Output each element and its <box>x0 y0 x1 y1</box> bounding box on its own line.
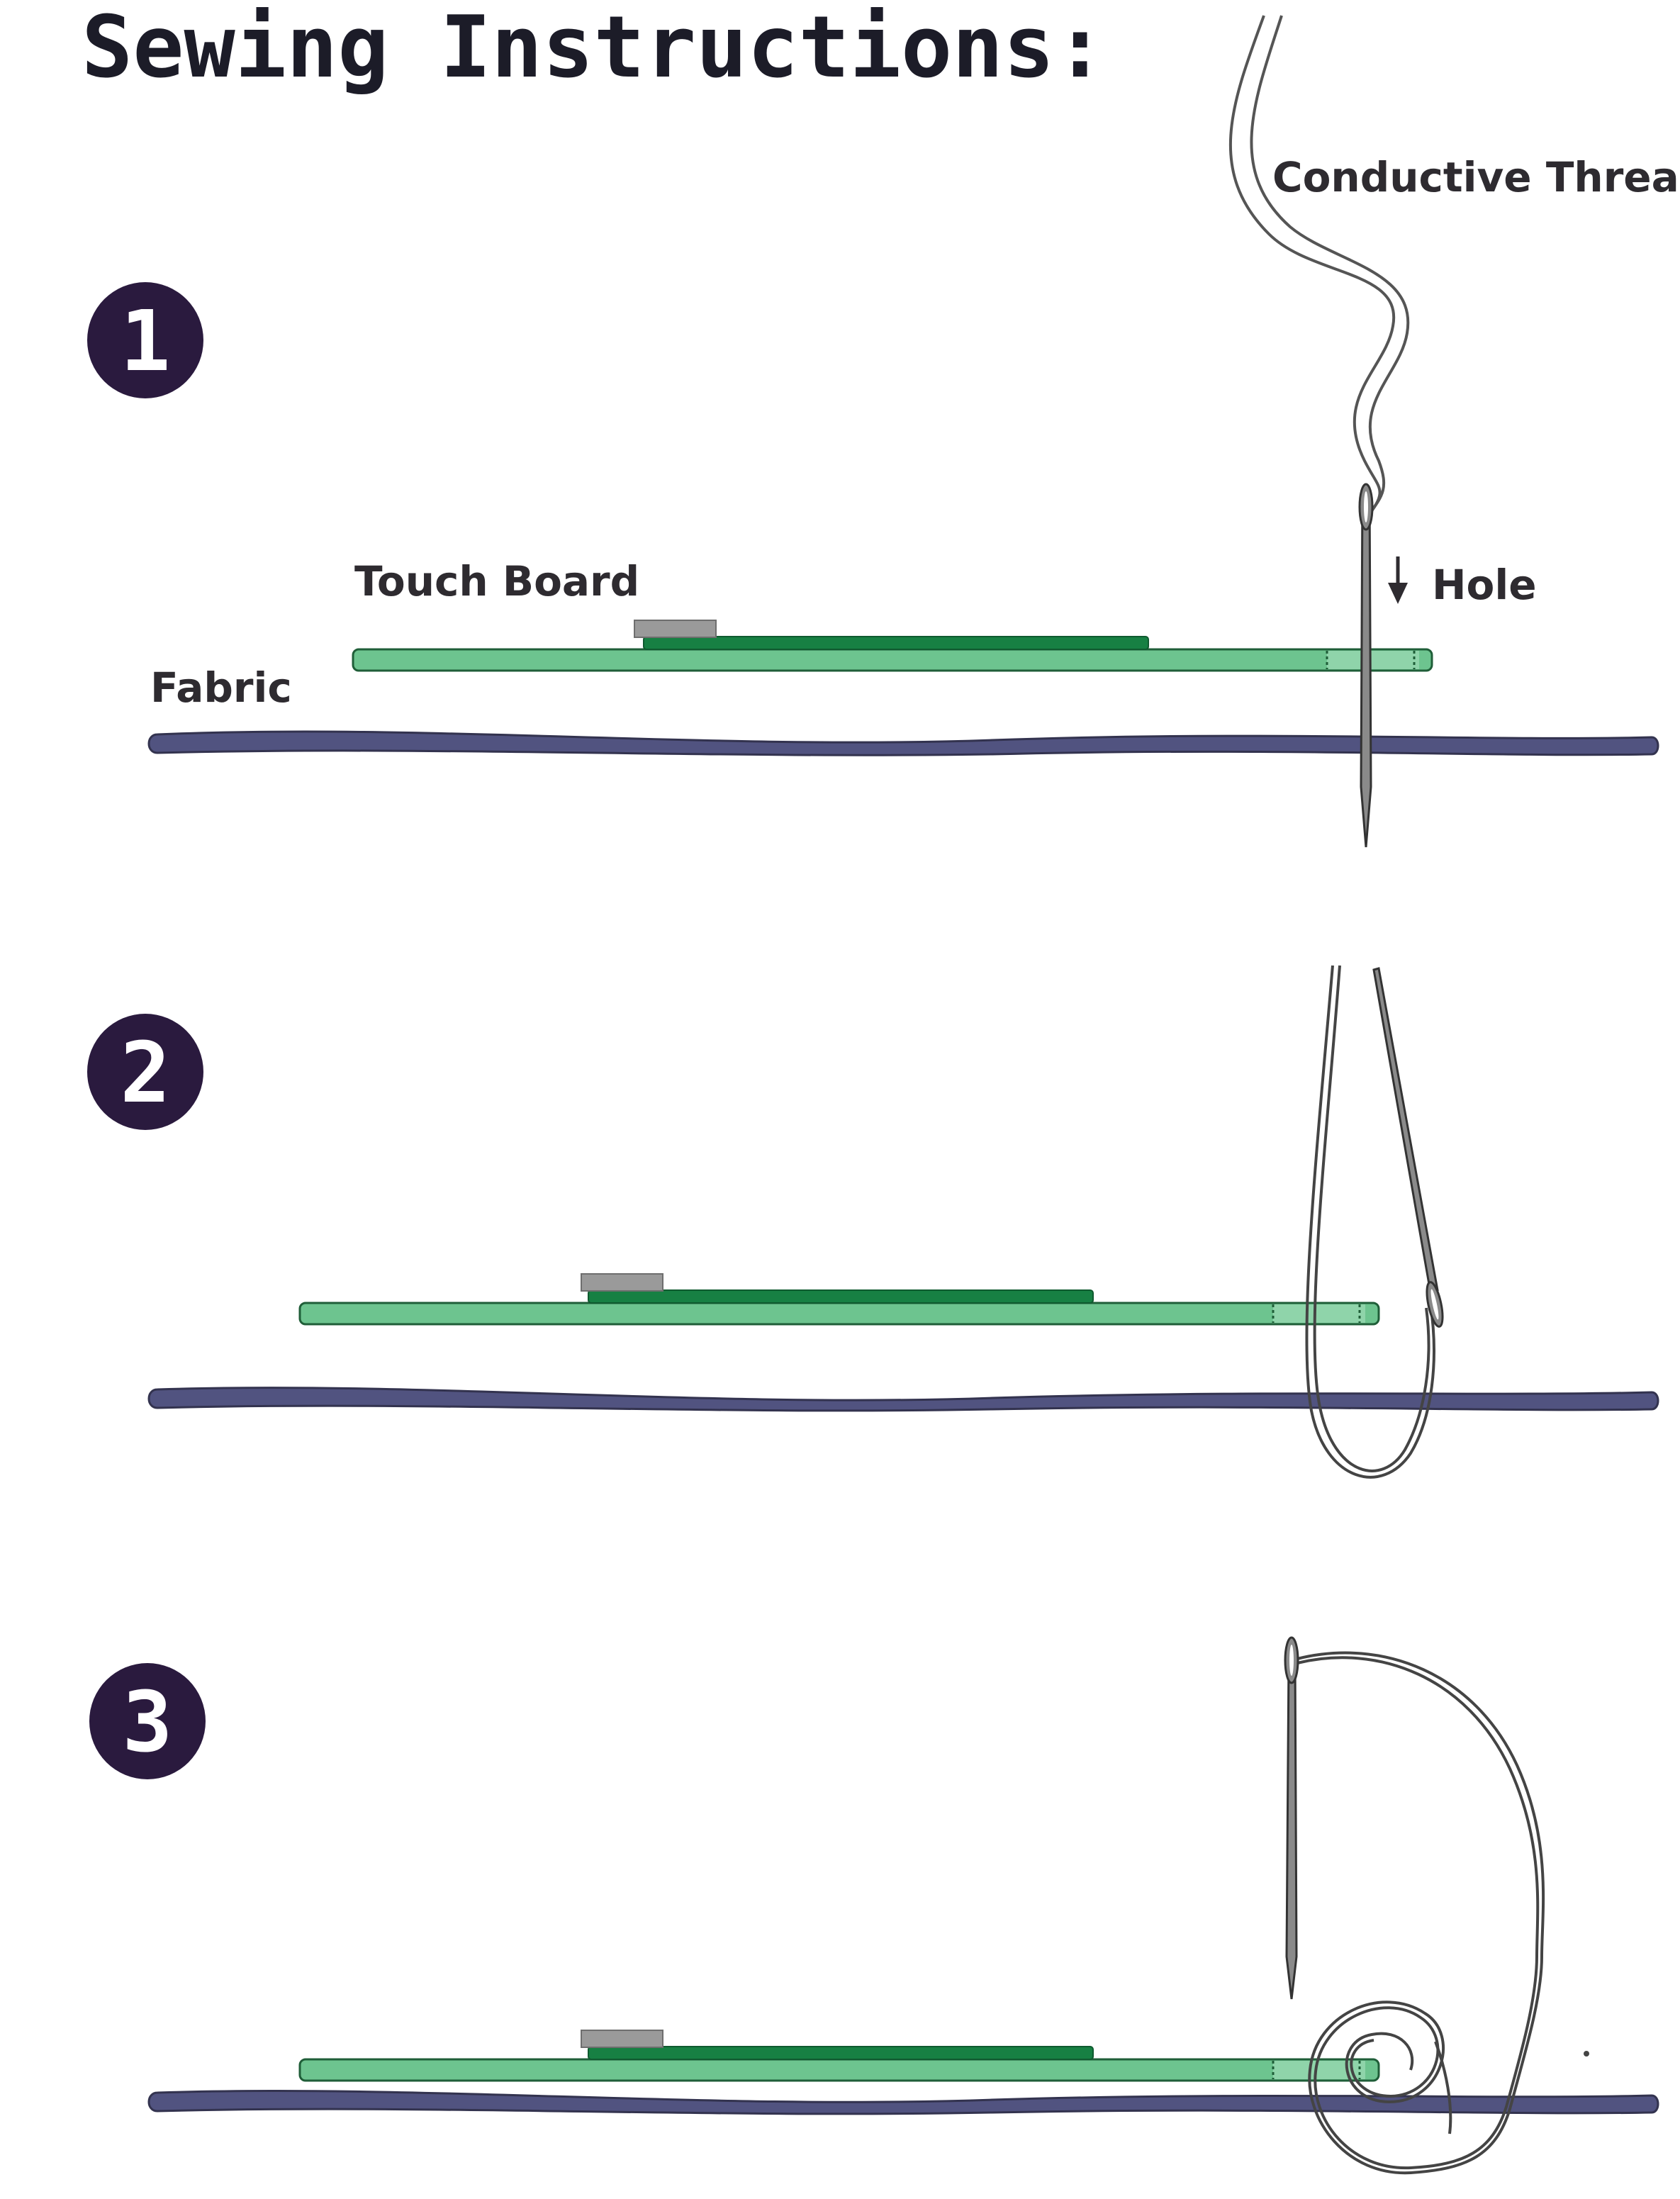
step-3-touch-board <box>298 2030 1380 2082</box>
step-2-thread <box>1305 965 1435 1479</box>
step-2-needle <box>1372 967 1444 1328</box>
hole-label: Hole <box>1432 561 1537 609</box>
step-1-badge: 1 <box>87 282 203 398</box>
step-3-badge: 3 <box>89 1663 206 1779</box>
step-3-number: 3 <box>122 1673 172 1771</box>
fabric-label: Fabric <box>150 664 292 712</box>
step-3: 3 <box>89 1636 1659 2175</box>
step-2-fabric <box>147 1387 1659 1412</box>
step-1: 1 Conductive Thread Touch Board Fabric H… <box>87 15 1680 848</box>
step-3-needle <box>1284 1636 1299 2000</box>
page-title: Sewing Instructions: <box>82 0 1106 97</box>
thread-end-dot <box>1584 2051 1589 2057</box>
step-2-touch-board <box>298 1273 1380 1326</box>
conductive-thread-label: Conductive Thread <box>1272 153 1680 201</box>
step-2: 2 <box>87 965 1659 1479</box>
step-3-thread <box>1297 1651 1545 2175</box>
step-1-thread <box>1228 15 1396 519</box>
step-1-number: 1 <box>120 292 170 390</box>
step-1-touch-board <box>352 620 1433 672</box>
step-2-badge: 2 <box>87 1014 203 1130</box>
hole-arrow-icon <box>1388 556 1408 604</box>
step-2-number: 2 <box>120 1024 170 1121</box>
step-3-fabric <box>147 2090 1659 2115</box>
touch-board-label: Touch Board <box>354 557 639 605</box>
step-1-fabric <box>147 730 1659 756</box>
step-1-needle <box>1358 483 1374 848</box>
